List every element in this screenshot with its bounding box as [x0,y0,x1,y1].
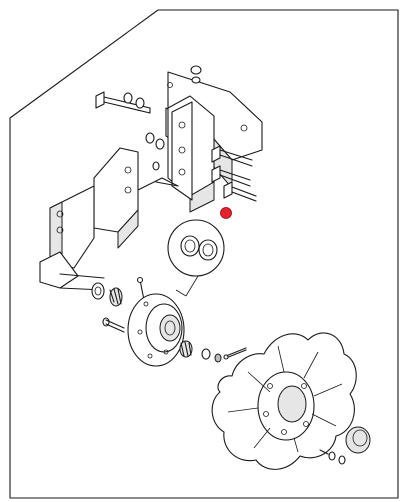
washer[interactable] [91,282,105,300]
washer[interactable] [102,317,125,333]
hex-bolt[interactable] [211,145,257,202]
spindle-arm[interactable] [39,147,179,291]
frame-outline [9,9,399,499]
outer-bearing[interactable] [179,340,193,358]
spindle-nut[interactable] [201,348,222,363]
inner-bearing[interactable] [109,287,123,307]
washer[interactable] [145,132,165,171]
washer[interactable] [123,92,145,109]
bushing-pair[interactable] [180,235,218,261]
wheel-rim[interactable] [211,332,357,470]
hub-cap[interactable] [345,426,371,454]
magnified-callout [167,219,225,297]
lug-nut[interactable] [319,449,346,465]
washer[interactable] [190,65,202,84]
mounting-bracket[interactable] [165,71,263,213]
wheel-hub[interactable] [127,293,185,367]
highlighted-part-marker[interactable] [220,207,232,219]
cotter-pin[interactable] [223,347,247,360]
